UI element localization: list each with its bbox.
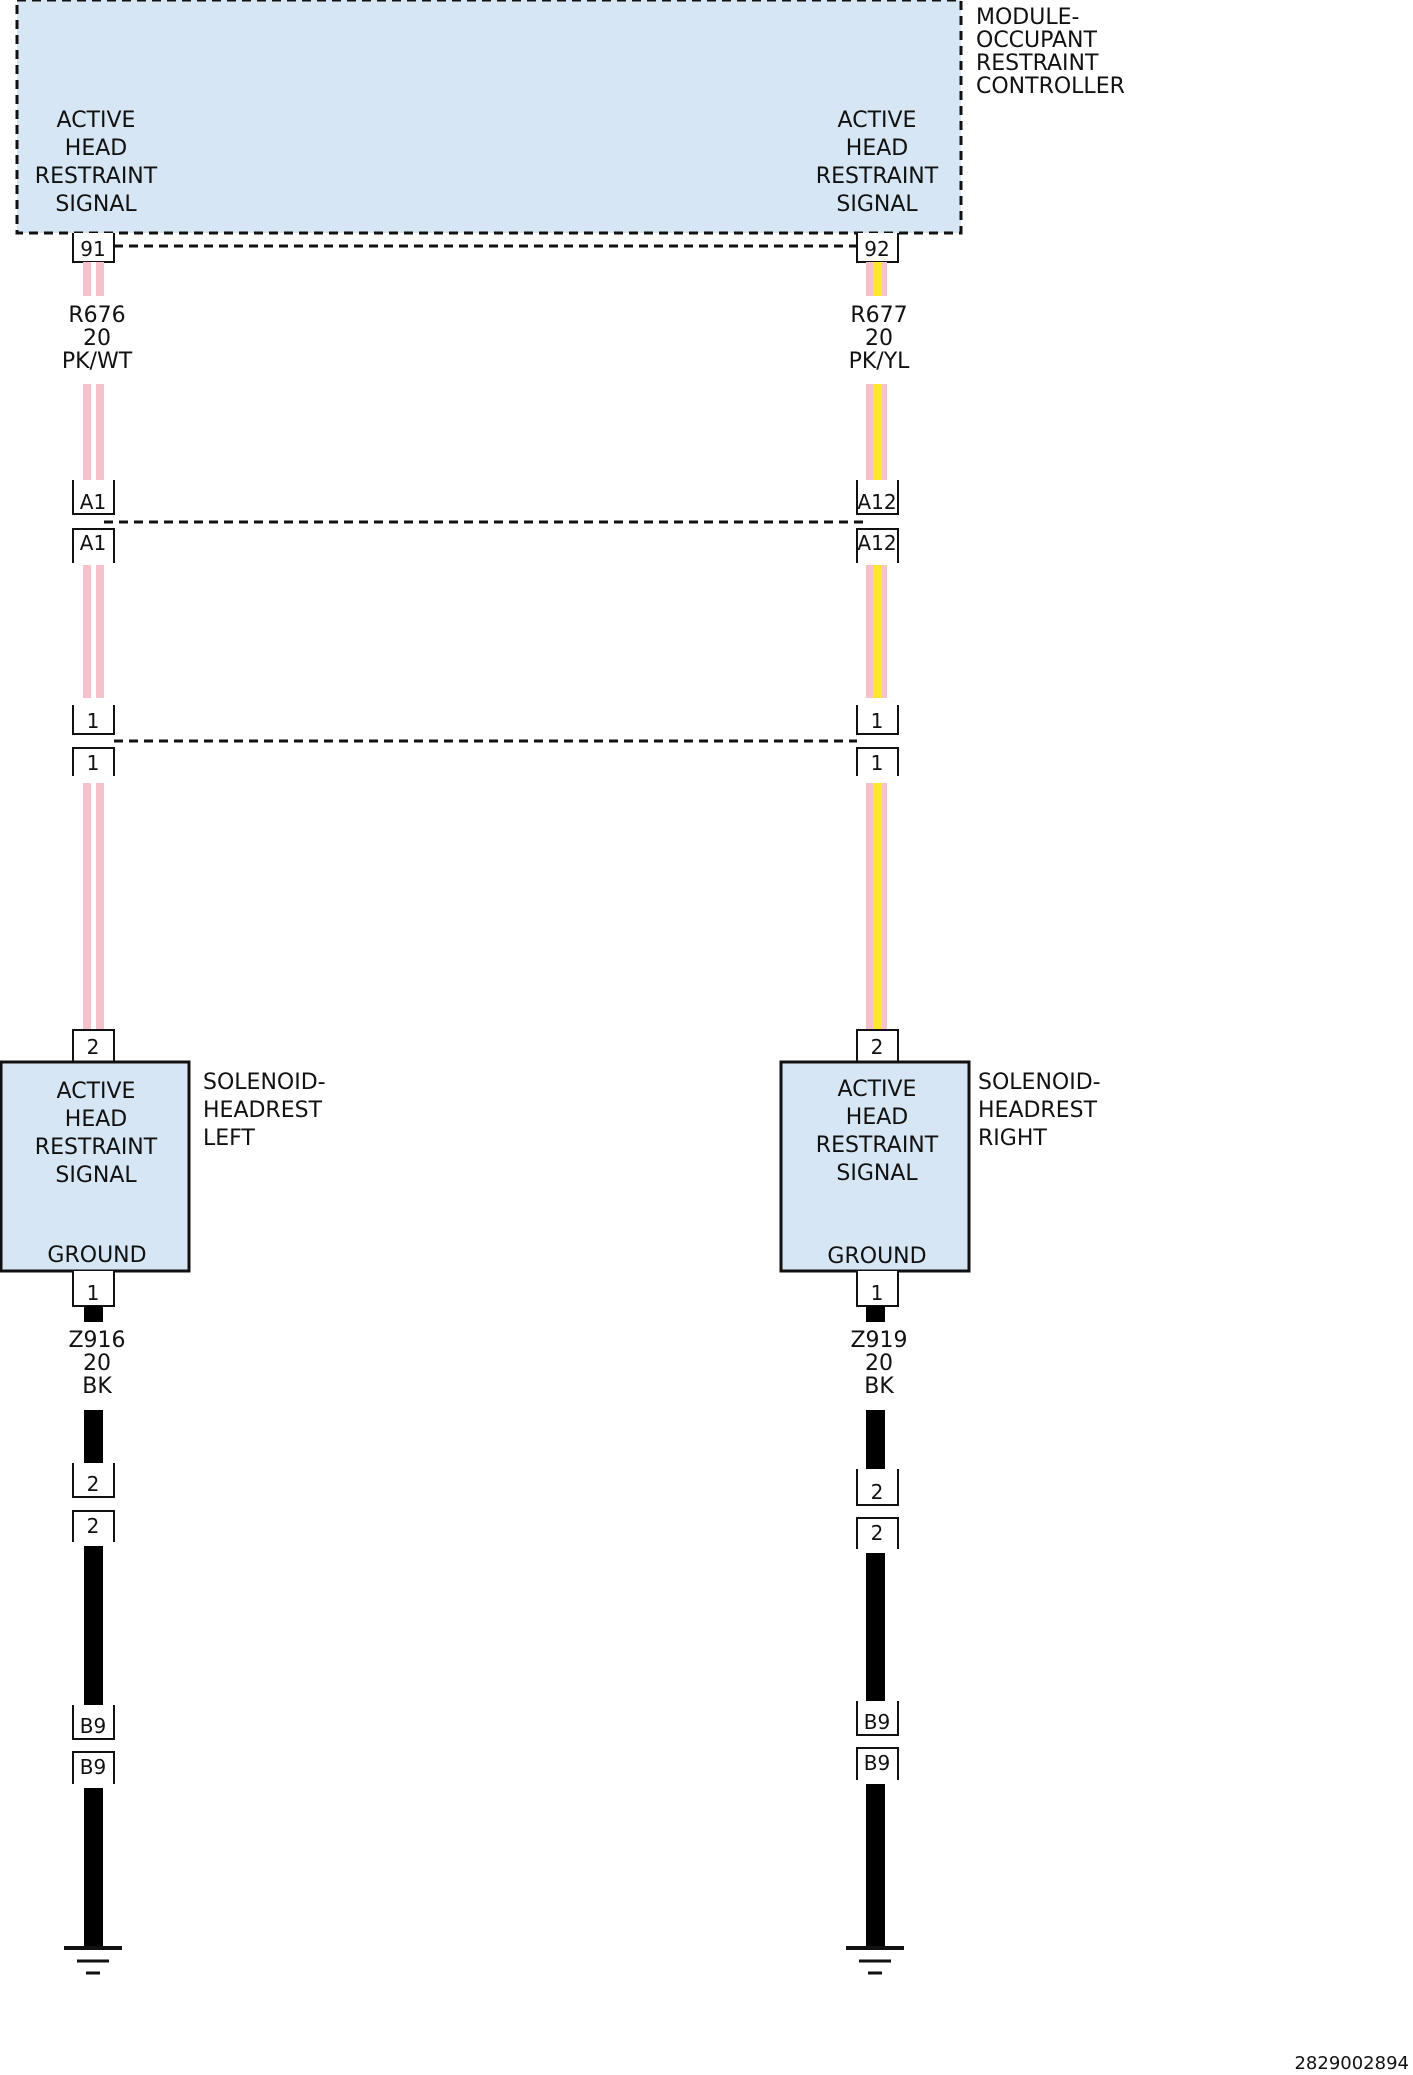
solenoid-right-text-3: RESTRAINT [816,1133,939,1158]
solenoid-right-pin-top-frame [856,1029,899,1062]
solenoid-left-pin-top-frame [72,1029,115,1062]
solenoid-right-text-4: SIGNAL [836,1161,918,1186]
wire-z919-color: BK [864,1374,894,1399]
wire-z916-gauge: 20 [83,1351,111,1376]
connector-b-left[interactable] [72,705,115,776]
wire-r676-color: PK/WT [62,349,133,374]
wire-r677-gauge: 20 [865,326,893,351]
module-left-text-1: ACTIVE [57,108,136,133]
ground-right-icon [846,1946,904,1975]
solenoid-right-pin-top: 2 [871,1035,884,1059]
solenoid-right-label-1: SOLENOID- [978,1070,1101,1095]
solenoid-left-label-3: LEFT [203,1126,255,1151]
module-right-text-2: HEAD [846,136,908,161]
connector-b-left-top-pin: 1 [87,709,100,733]
diagram-id: 2829002894 [1294,2053,1409,2074]
solenoid-left-label-2: HEADREST [203,1098,323,1123]
wire-z919-gauge: 20 [865,1351,893,1376]
solenoid-left-text-3: RESTRAINT [35,1135,158,1160]
solenoid-left-ground: GROUND [47,1243,146,1268]
module-pin-91[interactable]: 91 [80,237,105,261]
solenoid-right-ground: GROUND [827,1244,926,1269]
connector-b-right-bottom-pin: 1 [871,751,884,775]
connector-c-right-bottom-pin: 2 [871,1521,884,1545]
module-pin-92[interactable]: 92 [864,237,889,261]
wire-z916-color: BK [82,1374,112,1399]
solenoid-left-text-1: ACTIVE [57,1079,136,1104]
connector-d-left-top-pin: B9 [80,1714,106,1738]
wire-z919-id: Z919 [850,1328,907,1353]
connector-d-right-top-pin: B9 [864,1710,890,1734]
connector-a-right-top-pin: A12 [857,490,896,514]
connector-a-left[interactable] [72,480,115,563]
solenoid-left-text-4: SIGNAL [55,1163,137,1188]
connector-c-left[interactable] [72,1463,115,1542]
module-label-line-1: MODULE- [976,5,1079,30]
connector-a-right[interactable] [856,480,899,563]
wire-z919-segments[interactable] [866,1306,885,1946]
connector-d-left-bottom-pin: B9 [80,1755,106,1779]
solenoid-right-pin-bottom: 1 [871,1281,884,1305]
solenoid-left-pin-bottom: 1 [87,1281,100,1305]
connector-c-right-top-pin: 2 [871,1480,884,1504]
connector-b-left-bottom-pin: 1 [87,751,100,775]
connector-d-right-bottom-pin: B9 [864,1751,890,1775]
connector-a-right-bottom-pin: A12 [857,531,896,555]
solenoid-right-text-2: HEAD [846,1105,908,1130]
connector-d-left[interactable] [72,1705,115,1784]
module-right-text-4: SIGNAL [836,192,918,217]
solenoid-right-label-2: HEADREST [978,1098,1098,1123]
solenoid-right-label-3: RIGHT [978,1126,1047,1151]
module-label-line-4: CONTROLLER [976,74,1125,99]
module-left-text-2: HEAD [65,136,127,161]
module-right-text-1: ACTIVE [838,108,917,133]
wire-r677-segments[interactable] [866,262,887,1029]
connector-b-right[interactable] [856,705,899,776]
module-label-line-3: RESTRAINT [976,51,1099,76]
solenoid-left-label-1: SOLENOID- [203,1070,326,1095]
module-label-line-2: OCCUPANT [976,28,1098,53]
wire-r676-segments[interactable] [83,262,104,1029]
solenoid-left-pin-top: 2 [87,1035,100,1059]
connector-d-right[interactable] [856,1701,899,1780]
module-right-text-3: RESTRAINT [816,164,939,189]
connector-c-left-bottom-pin: 2 [87,1514,100,1538]
connector-c-left-top-pin: 2 [87,1472,100,1496]
connector-a-left-top-pin: A1 [80,490,106,514]
wire-r676-gauge: 20 [83,326,111,351]
wire-z916-segments[interactable] [84,1306,103,1946]
wire-r677-id: R677 [850,303,907,328]
wire-r677-color: PK/YL [849,349,911,374]
solenoid-headrest-right[interactable] [779,1060,971,1273]
ground-left-icon [64,1946,122,1975]
module-occupant-restraint-controller[interactable] [15,0,963,235]
connector-c-right[interactable] [856,1469,899,1549]
solenoid-headrest-left[interactable] [0,1060,191,1273]
solenoid-right-text-1: ACTIVE [838,1077,917,1102]
solenoid-left-text-2: HEAD [65,1107,127,1132]
wire-r676-id: R676 [68,303,125,328]
connector-a-left-bottom-pin: A1 [80,531,106,555]
module-left-text-4: SIGNAL [55,192,137,217]
wire-z916-id: Z916 [68,1328,125,1353]
connector-b-right-top-pin: 1 [871,709,884,733]
module-left-text-3: RESTRAINT [35,164,158,189]
